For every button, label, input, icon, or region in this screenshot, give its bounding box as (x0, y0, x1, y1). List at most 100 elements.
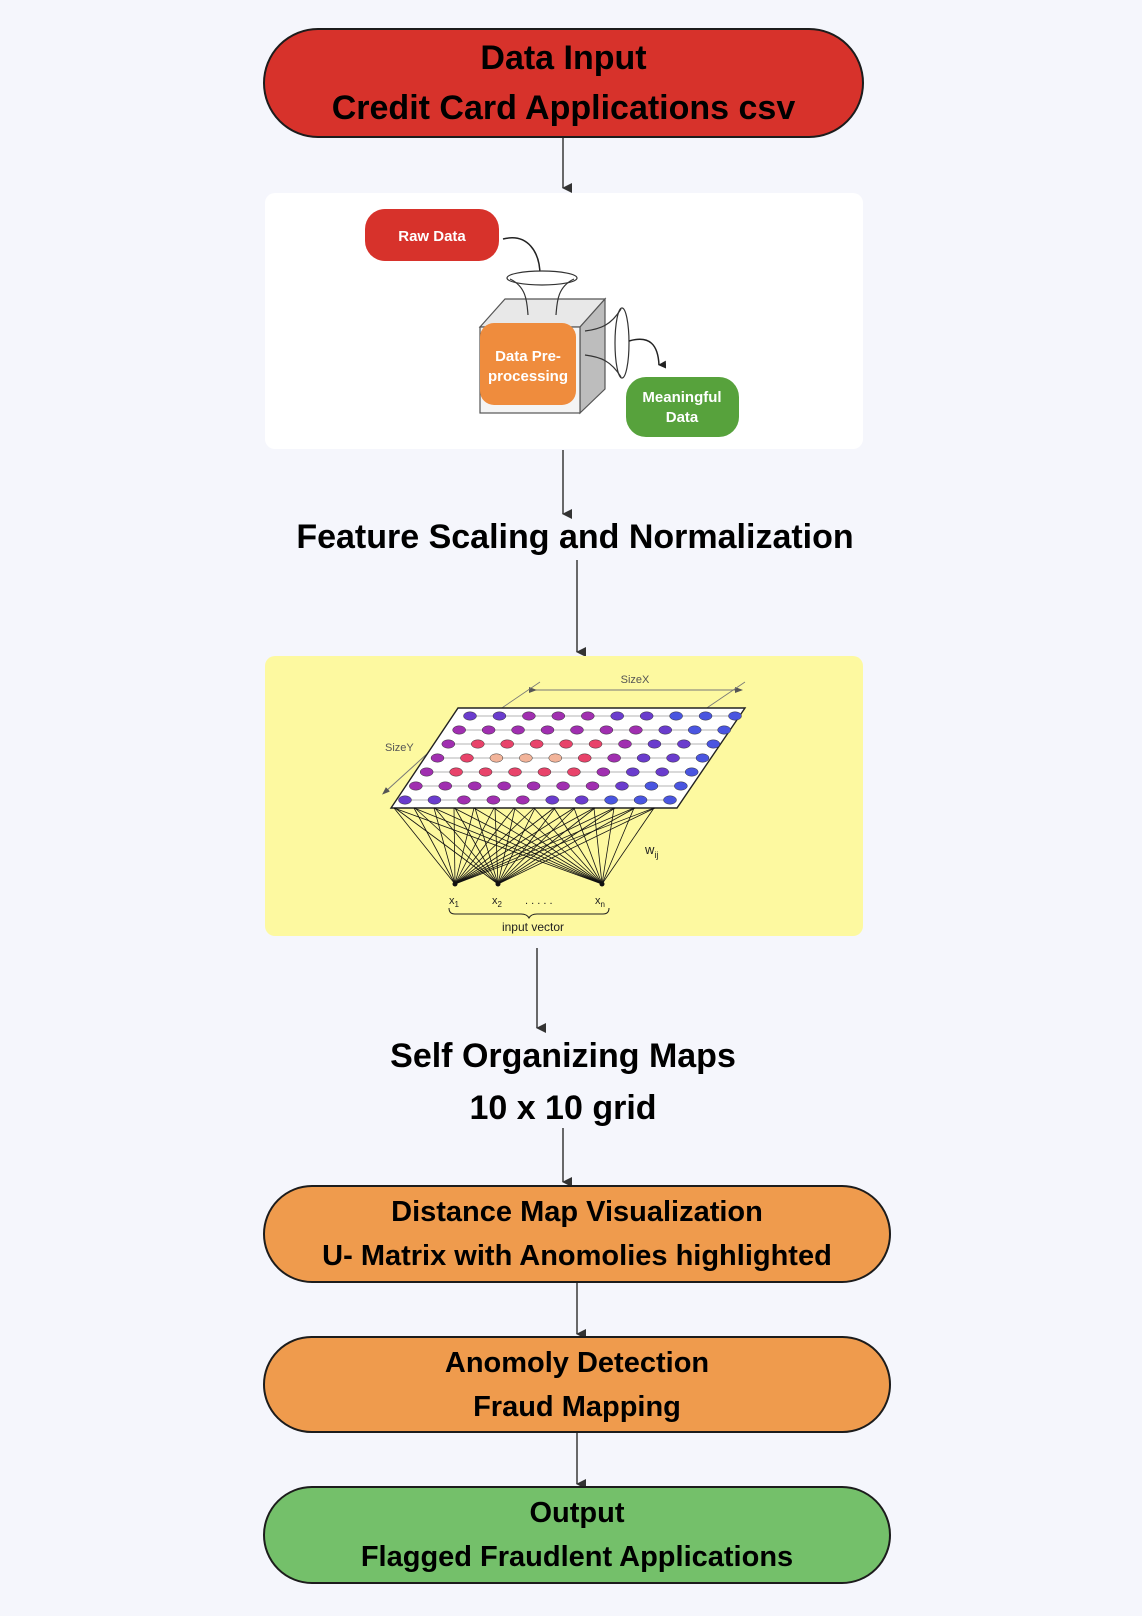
som-neuron (695, 753, 710, 763)
som-weight-connection (454, 807, 555, 885)
som-neuron (492, 711, 507, 721)
som-neuron (540, 725, 555, 735)
preprocessing-illustration: Raw Data Data Pre- processing Meaningful… (365, 209, 739, 437)
som-weight-connection (393, 807, 456, 885)
som-neuron (497, 781, 511, 791)
distance-map-node: Distance Map Visualization U- Matrix wit… (263, 1185, 891, 1283)
anomaly-detection-title: Anomoly Detection (444, 1346, 710, 1379)
som-weight-connection (473, 807, 603, 885)
som-neuron (526, 781, 541, 791)
input-node-xn (599, 881, 605, 887)
data-input-title: Data Input (480, 39, 647, 77)
som-weight-connection (413, 807, 603, 885)
sizey-label: SizeY (385, 742, 414, 754)
anomaly-detection-subtitle: Fraud Mapping (473, 1390, 681, 1423)
som-neuron (629, 725, 643, 735)
som-figure: SizeX SizeY wij x1 x2 . . . . . xn input… (382, 674, 747, 934)
raw-data-label: Raw Data (398, 228, 466, 245)
input-node-x2 (495, 881, 501, 887)
feature-scaling-label: Feature Scaling and Normalization (296, 518, 854, 556)
som-weight-connection (454, 807, 515, 885)
meaningful-data-line1: Meaningful (642, 389, 721, 406)
som-neuron (655, 767, 669, 777)
som-neuron (647, 739, 662, 749)
som-neuron (449, 767, 463, 777)
weight-label: wij (644, 842, 658, 860)
som-weight-connection (454, 807, 635, 885)
sizex-label: SizeX (621, 674, 650, 686)
som-neuron (508, 767, 522, 777)
som-neuron (674, 781, 688, 791)
som-weight-connection (454, 807, 655, 885)
som-neuron (467, 781, 482, 791)
som-weight-connection (414, 807, 499, 885)
preprocessing-label-line1: Data Pre- (495, 348, 561, 365)
som-neuron (559, 739, 573, 749)
som-neuron (626, 767, 640, 777)
som-weight-connection (454, 807, 475, 885)
som-neuron (545, 795, 559, 805)
data-input-subtitle: Credit Card Applications csv (331, 89, 796, 127)
som-neuron (551, 711, 566, 721)
som-neuron (633, 795, 648, 805)
distance-map-title: Distance Map Visualization (391, 1196, 763, 1228)
som-weight-connection (433, 807, 603, 885)
funnel-top-rim (506, 270, 578, 286)
som-neuron (728, 711, 742, 721)
input-vector-brace (448, 907, 610, 920)
som-neuron (599, 725, 614, 735)
som-neuron (663, 795, 677, 805)
som-neuron (639, 711, 654, 721)
som-neuron (427, 795, 442, 805)
data-input-node: Data Input Credit Card Applications csv (263, 28, 864, 138)
som-neuron (585, 781, 600, 791)
som-neuron (618, 739, 632, 749)
som-neuron (486, 795, 501, 805)
som-neuron (556, 781, 570, 791)
som-neurons (398, 711, 742, 805)
som-weight-connection (393, 807, 603, 885)
input-label-xn: xn (595, 895, 605, 909)
som-neuron (438, 781, 453, 791)
som-weight-connection (601, 807, 615, 885)
som-neuron (687, 725, 702, 735)
som-neuron (570, 725, 584, 735)
som-weight-connection (533, 807, 603, 885)
som-neuron (500, 739, 514, 749)
som-neuron (615, 781, 629, 791)
preprocessing-box (480, 323, 576, 405)
funnel-side-rim (614, 307, 630, 379)
som-weight-connection (454, 807, 575, 885)
meaningful-data-arrow (628, 338, 667, 369)
som-neuron (460, 753, 474, 763)
som-figure-panel: SizeX SizeY wij x1 x2 . . . . . xn input… (265, 656, 863, 936)
som-neuron (588, 739, 603, 749)
som-weight-connection (433, 807, 456, 885)
som-weight-connection (553, 807, 603, 885)
som-neuron (419, 767, 434, 777)
som-weight-connection (454, 807, 495, 885)
output-subtitle: Flagged Fraudlent Applications (360, 1541, 794, 1573)
som-neuron (684, 767, 699, 777)
som-neuron (430, 753, 445, 763)
som-weight-connection (454, 807, 535, 885)
som-neuron (577, 753, 592, 763)
som-neuron (581, 711, 595, 721)
som-neuron (457, 795, 471, 805)
som-neuron (441, 739, 456, 749)
som-neuron (574, 795, 589, 805)
funnel-top-body (509, 278, 575, 316)
som-neuron (511, 725, 525, 735)
som-grid-lines (405, 715, 735, 801)
som-neuron (607, 753, 621, 763)
som-neuron (516, 795, 530, 805)
som-neuron (717, 725, 731, 735)
meaningful-data-pill (626, 377, 739, 437)
funnel-side-body (584, 308, 622, 378)
som-neuron (669, 711, 683, 721)
preprocessing-panel: Raw Data Data Pre- processing Meaningful… (265, 193, 863, 449)
som-neuron (529, 739, 544, 749)
input-node-x1 (452, 881, 458, 887)
input-label-x2: x2 (492, 895, 503, 909)
som-weight-connection (601, 807, 655, 885)
